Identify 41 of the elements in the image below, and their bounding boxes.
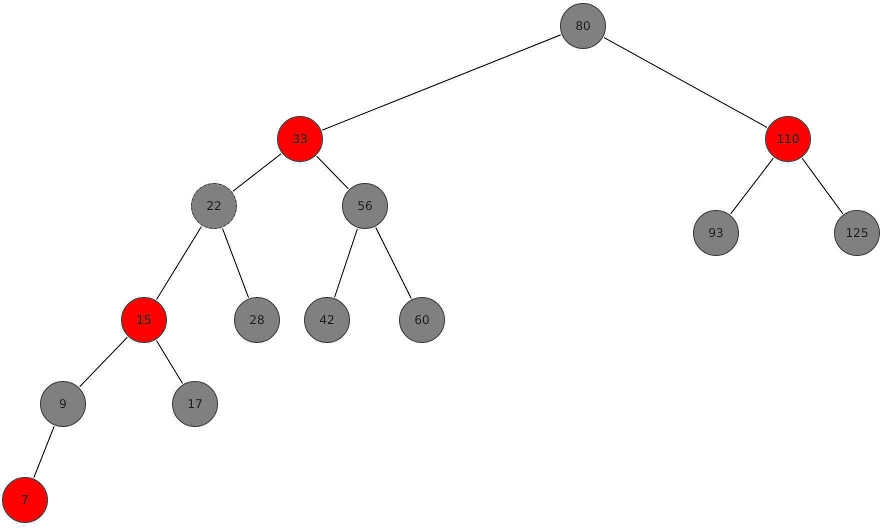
connector-line (334, 228, 358, 298)
tree-node-circle (172, 381, 218, 427)
connector-line (222, 228, 250, 298)
node-value: 33 (292, 132, 308, 146)
node-value: 42 (319, 313, 335, 327)
tree-node-circle (560, 3, 606, 49)
node-value: 110 (776, 132, 800, 146)
connector-line (156, 226, 202, 300)
connector-line (79, 336, 128, 388)
tree-node-circle (121, 297, 167, 343)
tree-node-circle (342, 183, 388, 229)
connector-line (730, 158, 774, 214)
node-value: 80 (575, 19, 591, 33)
connector-line (375, 226, 412, 300)
node-value: 28 (249, 313, 265, 327)
connector-line (156, 340, 184, 384)
tree-node-circle (304, 297, 350, 343)
connector-line (802, 158, 844, 214)
node-value: 125 (846, 226, 868, 240)
node-value: 17 (187, 397, 203, 411)
tree-node-circle (191, 183, 237, 229)
tree-node-circle (693, 210, 739, 256)
node-value: 9 (59, 397, 67, 411)
node-value: 22 (206, 199, 222, 213)
connector-line (33, 426, 55, 478)
tree-node-circle (834, 210, 880, 256)
node-value: 60 (414, 313, 430, 327)
connector-line (316, 156, 349, 190)
connector-line (232, 153, 282, 192)
tree-node-circle (2, 477, 48, 523)
connector-line (322, 34, 562, 131)
node-value: 93 (708, 226, 724, 240)
tree-node-circle (234, 297, 280, 343)
node-value: 56 (357, 199, 373, 213)
tree-node-circle (40, 381, 86, 427)
tree-node-circle (399, 297, 445, 343)
node-value: 15 (136, 313, 152, 327)
connector-line (604, 37, 768, 128)
tree-node-circle (765, 116, 811, 162)
tree-node-circle (277, 116, 323, 162)
node-value: 7 (21, 493, 29, 507)
